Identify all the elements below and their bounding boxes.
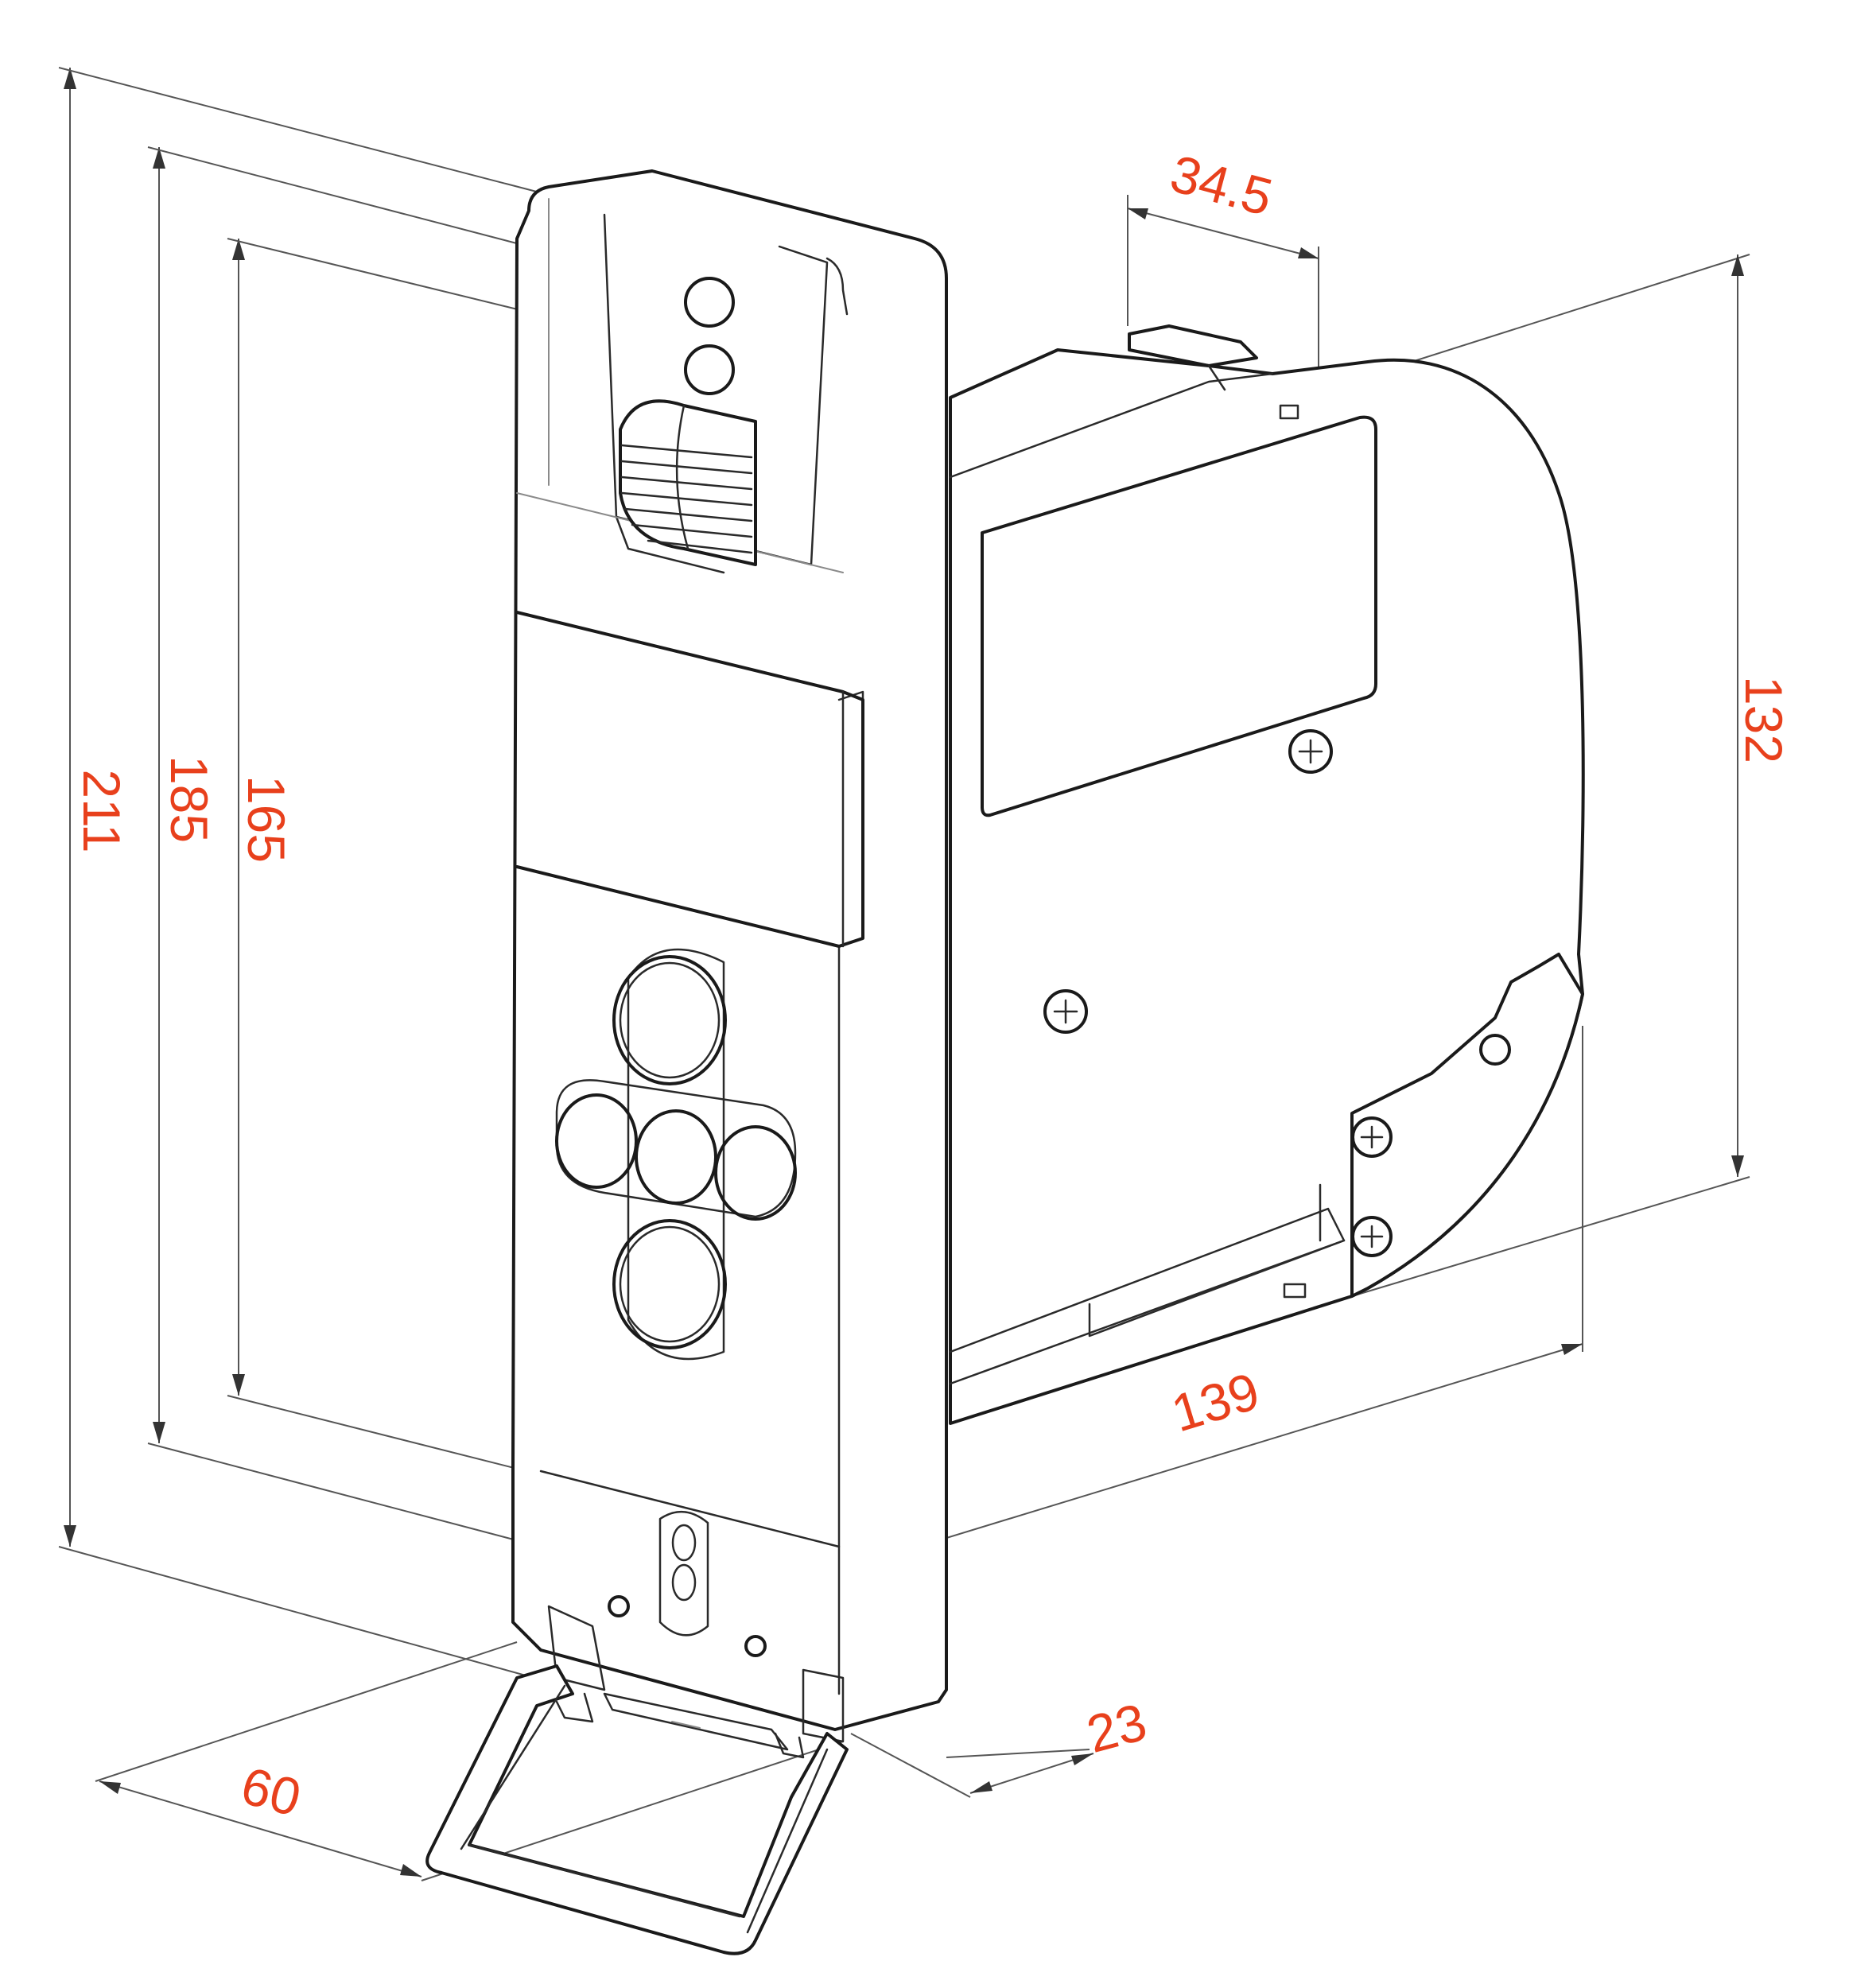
up-button[interactable] [612,955,727,1085]
right-button[interactable] [714,1125,797,1221]
screw-icon [1288,729,1333,774]
screw-icon [1351,1116,1393,1158]
dimension-overall-height: 211 [72,769,131,852]
down-button[interactable] [612,1219,727,1349]
screw-icon [608,1595,630,1617]
dimension-top-depth: 34.5 [1164,143,1278,227]
control-pad [555,948,797,1361]
adjustment-wheel-icon[interactable] [619,399,757,566]
screw-icon [1043,989,1088,1034]
front-panel [511,169,948,1743]
folding-handle[interactable] [425,1664,849,1955]
led-indicator-icon [684,344,735,395]
dimension-height-inner: 165 [237,775,296,863]
led-indicator-icon [684,277,735,328]
dimension-side-height: 132 [1734,676,1793,763]
center-button[interactable] [635,1109,717,1205]
dimension-thickness: 23 [1081,1692,1152,1764]
dimension-width: 60 [235,1756,307,1827]
left-button[interactable] [555,1093,638,1189]
dimension-height-mid: 185 [160,755,219,843]
screw-icon [1351,1216,1393,1257]
side-housing [949,324,1585,1425]
dimension-length: 139 [1165,1361,1266,1443]
screw-icon [744,1635,767,1657]
